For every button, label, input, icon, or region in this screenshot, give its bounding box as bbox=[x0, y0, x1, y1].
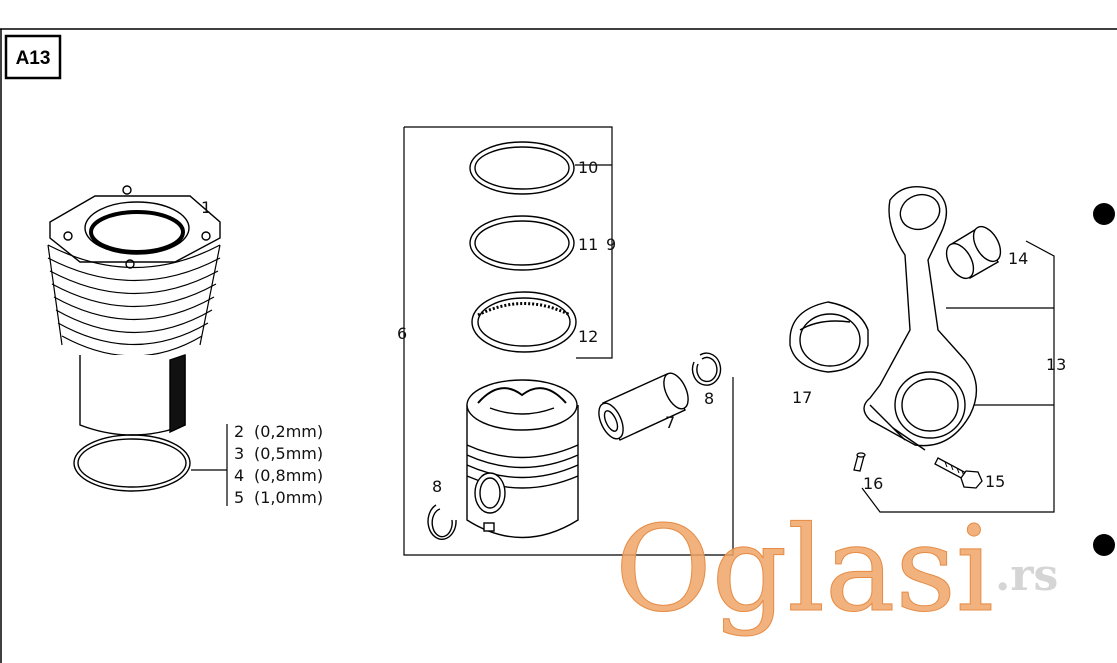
shim-2-number: 3 bbox=[234, 444, 244, 463]
piston-ring-oil bbox=[471, 291, 577, 353]
piston-ring-middle bbox=[469, 215, 575, 271]
callout-13: 13 bbox=[1046, 355, 1066, 374]
callout-10: 10 bbox=[578, 158, 598, 177]
callout-17: 17 bbox=[792, 388, 812, 407]
page-code: A13 bbox=[16, 48, 51, 69]
callout-12: 12 bbox=[578, 327, 598, 346]
callout-8-right: 8 bbox=[704, 389, 714, 408]
cylinder-liner bbox=[47, 185, 221, 492]
shim-4-thickness: (1,0mm) bbox=[254, 488, 323, 507]
shim-1-number: 2 bbox=[234, 422, 244, 441]
conrod-bracket bbox=[861, 240, 1055, 513]
shim-list: 2 (0,2mm) 3 (0,5mm) 4 (0,8mm) 5 (1,0mm) bbox=[234, 422, 323, 507]
page-frame bbox=[0, 28, 1117, 663]
callout-11: 11 bbox=[578, 235, 598, 254]
small-end-bush bbox=[945, 225, 1002, 280]
bearing-shell bbox=[789, 301, 869, 373]
piston-pin bbox=[598, 372, 689, 441]
circlip-left bbox=[427, 504, 457, 540]
callout-9: 9 bbox=[606, 235, 616, 254]
callout-14: 14 bbox=[1008, 249, 1028, 268]
page-code-box: A13 bbox=[4, 34, 62, 80]
shim-3-thickness: (0,8mm) bbox=[254, 466, 323, 485]
shim-2-thickness: (0,5mm) bbox=[254, 444, 323, 463]
edge-bullet-top bbox=[1093, 203, 1115, 225]
circlip-right bbox=[691, 352, 722, 386]
watermark-brand: Oglasi bbox=[615, 500, 994, 638]
connecting-rod bbox=[863, 186, 978, 451]
shim-bracket bbox=[191, 424, 228, 506]
piston-ring-top bbox=[469, 141, 575, 195]
shim-3-number: 4 bbox=[234, 466, 244, 485]
callout-8-left: 8 bbox=[432, 477, 442, 496]
shim-4-number: 5 bbox=[234, 488, 244, 507]
conrod-bolt bbox=[934, 457, 983, 489]
dowel-pin bbox=[853, 452, 866, 472]
piston bbox=[466, 379, 579, 539]
shim-1-thickness: (0,2mm) bbox=[254, 422, 323, 441]
piston-assembly-bracket bbox=[403, 126, 734, 556]
callout-15: 15 bbox=[985, 472, 1005, 491]
watermark-tld: .rs bbox=[995, 550, 1058, 601]
edge-bullet-bottom bbox=[1093, 534, 1115, 556]
watermark-logo: Oglasi .rs bbox=[615, 500, 1059, 639]
callout-16: 16 bbox=[863, 474, 883, 493]
callout-7: 7 bbox=[665, 413, 675, 432]
callout-1: 1 bbox=[201, 198, 211, 217]
callout-6: 6 bbox=[397, 324, 407, 343]
